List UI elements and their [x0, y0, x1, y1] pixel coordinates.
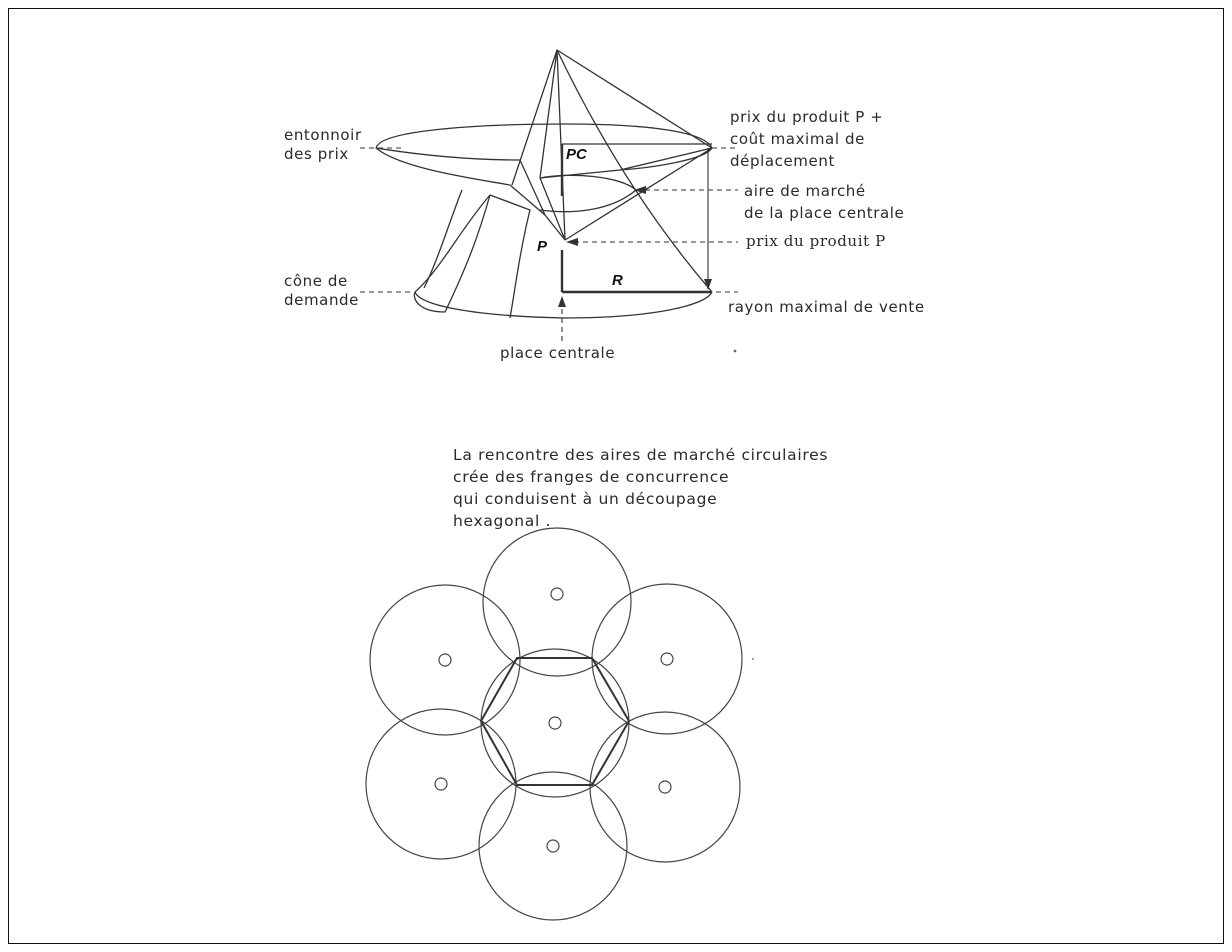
pc-label: PC [566, 146, 587, 163]
center-point-center [548, 716, 562, 730]
figure-frame [8, 8, 1224, 944]
product-price-label: prix du produit P [746, 232, 886, 250]
center-point-upper-right [660, 652, 674, 666]
center-point-top [550, 587, 564, 601]
r-label: R [612, 272, 623, 289]
center-point-lower-left [434, 777, 448, 791]
market-circle-lower-right [589, 711, 741, 863]
p-label: P [537, 238, 548, 255]
market-circle-bottom [478, 771, 628, 921]
market-circle-top [482, 527, 632, 677]
hexagon-caption: La rencontre des aires de marché circula… [453, 446, 829, 530]
market-circle-upper-left [369, 584, 521, 736]
price-plus-cost-label: prix du produit P + coût maximal de dépl… [730, 108, 884, 170]
central-place-label: place centrale [500, 344, 616, 362]
market-area-label: aire de marché de la place centrale [744, 182, 905, 222]
hexagon-boundary [479, 657, 631, 786]
funnel-label: entonnoir des prix [284, 126, 362, 163]
center-point-upper-left [438, 653, 452, 667]
max-radius-label: rayon maximal de vente [728, 298, 925, 316]
center-point-bottom [546, 839, 560, 853]
demand-cone-label: cône de demande [284, 272, 360, 309]
center-point-lower-right [658, 780, 672, 794]
